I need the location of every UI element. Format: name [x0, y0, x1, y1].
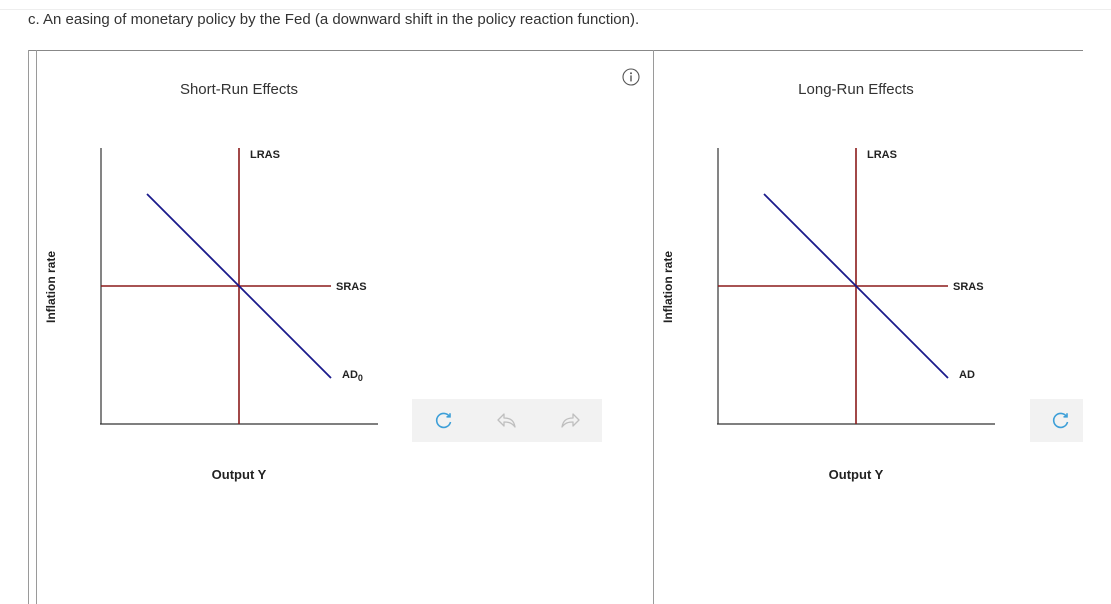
panel-divider: [653, 50, 654, 604]
short-run-sras-label: SRAS: [336, 281, 367, 293]
panel-top-border: [28, 50, 1083, 51]
long-run-lras-label: LRAS: [867, 149, 897, 161]
short-run-ad-label: AD0: [342, 369, 363, 383]
top-divider: [0, 9, 1111, 10]
panel-left-inner-border: [36, 50, 37, 604]
long-run-ad-curve[interactable]: [763, 193, 949, 379]
long-run-title: Long-Run Effects: [798, 81, 914, 98]
long-run-x-axis-label: Output Y: [828, 467, 884, 482]
undo-icon: [497, 413, 516, 428]
question-text: c. An easing of monetary policy by the F…: [28, 11, 640, 28]
reset-button[interactable]: [433, 409, 455, 431]
reset-icon: [1052, 412, 1069, 429]
short-run-title: Short-Run Effects: [179, 81, 299, 98]
short-run-x-axis-label: Output Y: [211, 467, 267, 482]
reset-button[interactable]: [1050, 409, 1072, 431]
long-run-sras-label: SRAS: [953, 281, 984, 293]
long-run-ad-label: AD: [959, 369, 975, 381]
redo-icon: [561, 413, 580, 428]
reset-icon: [435, 412, 452, 429]
panel-left-border: [28, 50, 29, 604]
long-run-toolbar: [1030, 399, 1083, 442]
info-icon[interactable]: [622, 68, 640, 86]
short-run-ad-curve[interactable]: [146, 193, 332, 379]
short-run-lras-label: LRAS: [250, 149, 280, 161]
redo-button[interactable]: [559, 409, 581, 431]
undo-button[interactable]: [496, 409, 518, 431]
short-run-toolbar: [412, 399, 602, 442]
